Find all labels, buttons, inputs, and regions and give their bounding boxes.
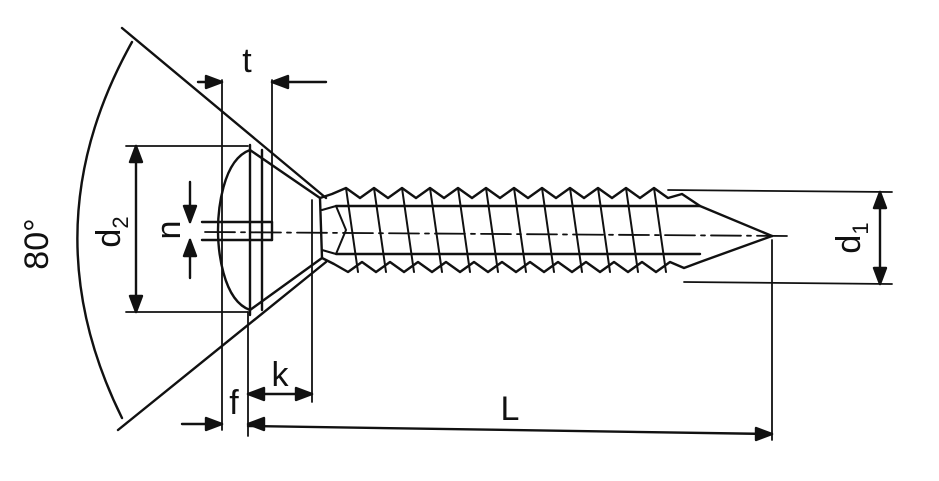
screw-head	[200, 143, 324, 317]
t-arrow-right	[270, 74, 290, 90]
d2-label: d2	[90, 216, 133, 247]
l-arrow-right	[754, 426, 774, 442]
shank-neck	[321, 205, 347, 255]
head-dome	[216, 148, 252, 312]
d1-extension-top	[667, 189, 893, 193]
k-label: k	[272, 356, 290, 394]
d2-arrow-top	[128, 144, 144, 164]
d1-label: d1	[830, 222, 873, 253]
threaded-shank	[318, 186, 774, 274]
t-dimension	[196, 74, 328, 431]
d1-label-base: d	[830, 235, 868, 254]
angle-arc	[76, 40, 134, 420]
d2-arrow-bottom	[128, 294, 144, 314]
k-arrow-left	[246, 386, 266, 402]
f-arrow-right	[246, 416, 266, 432]
n-arrow-bottom	[182, 238, 198, 258]
f-label: f	[229, 384, 239, 422]
n-label: n	[150, 221, 188, 240]
n-dimension	[182, 180, 198, 280]
d1-dimension	[667, 189, 893, 286]
l-dimension	[246, 239, 774, 442]
l-label: L	[501, 390, 520, 428]
d2-label-base: d	[90, 229, 128, 248]
t-label: t	[242, 42, 252, 80]
k-arrow-right	[294, 386, 314, 402]
angle-label: 80°	[18, 218, 56, 269]
d1-arrow-top	[872, 190, 888, 210]
n-arrow-top	[182, 204, 198, 224]
angle-extension-top	[120, 26, 328, 200]
thread-helix-lines	[345, 187, 667, 273]
centerline	[204, 231, 791, 237]
d1-arrow-bottom	[872, 266, 888, 286]
t-arrow-left	[204, 74, 224, 90]
f-arrow-left	[204, 416, 224, 432]
d2-dimension	[125, 144, 249, 314]
k-dimension	[246, 199, 314, 437]
svg-text:d2: d2	[90, 216, 133, 247]
d1-extension-bottom	[683, 281, 893, 285]
l-dim-line	[246, 424, 774, 436]
d1-label-sub: 1	[848, 222, 873, 234]
f-dimension	[180, 416, 266, 432]
svg-text:d1: d1	[830, 222, 873, 253]
d2-label-sub: 2	[108, 216, 133, 228]
countersink-profile	[248, 148, 324, 312]
